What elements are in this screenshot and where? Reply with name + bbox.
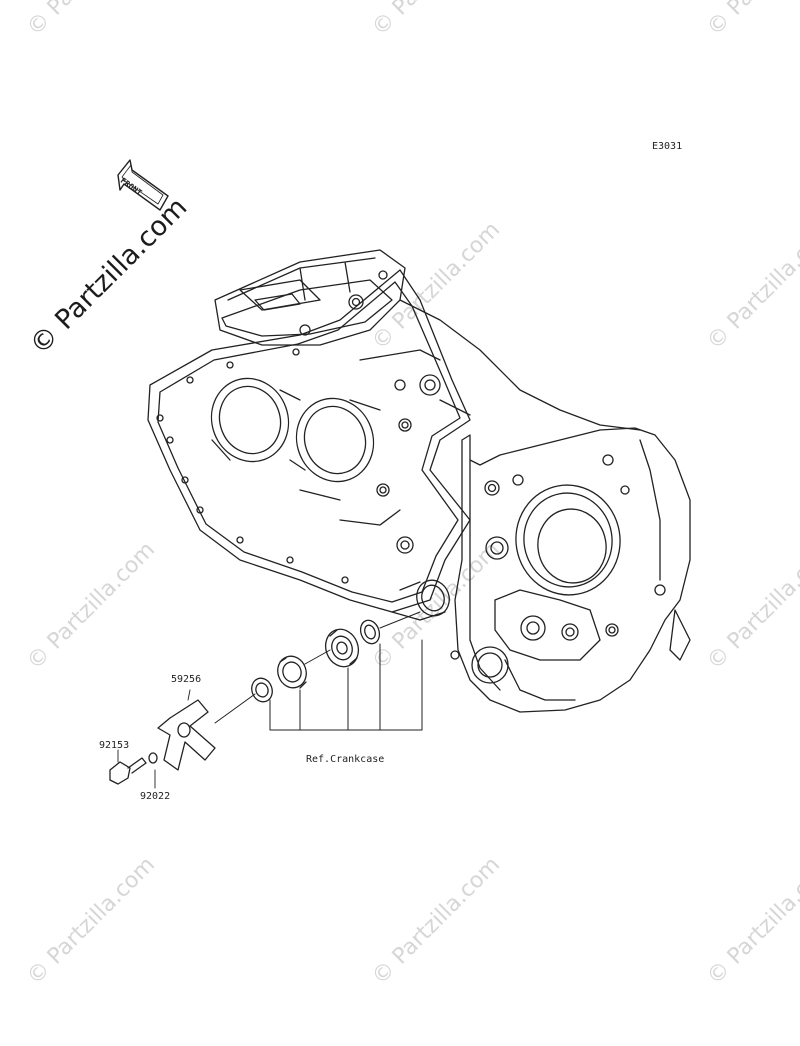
part-number-92153[interactable]: 92153 [99,740,130,751]
part-number-92022[interactable]: 92022 [140,791,171,802]
part-number-59256[interactable]: 59256 [171,674,202,685]
impeller [157,699,216,771]
bearing [324,628,360,668]
diagram-code: E3031 [652,141,683,152]
washer [148,752,158,764]
mechanical-seal [277,655,307,689]
front-arrow-icon [117,159,169,211]
crankcase-body [147,249,691,713]
seal-inner [251,677,273,703]
ref-crankcase-label: Ref.Crankcase [306,754,385,765]
seal-outer [359,619,381,645]
bolt [109,757,147,785]
